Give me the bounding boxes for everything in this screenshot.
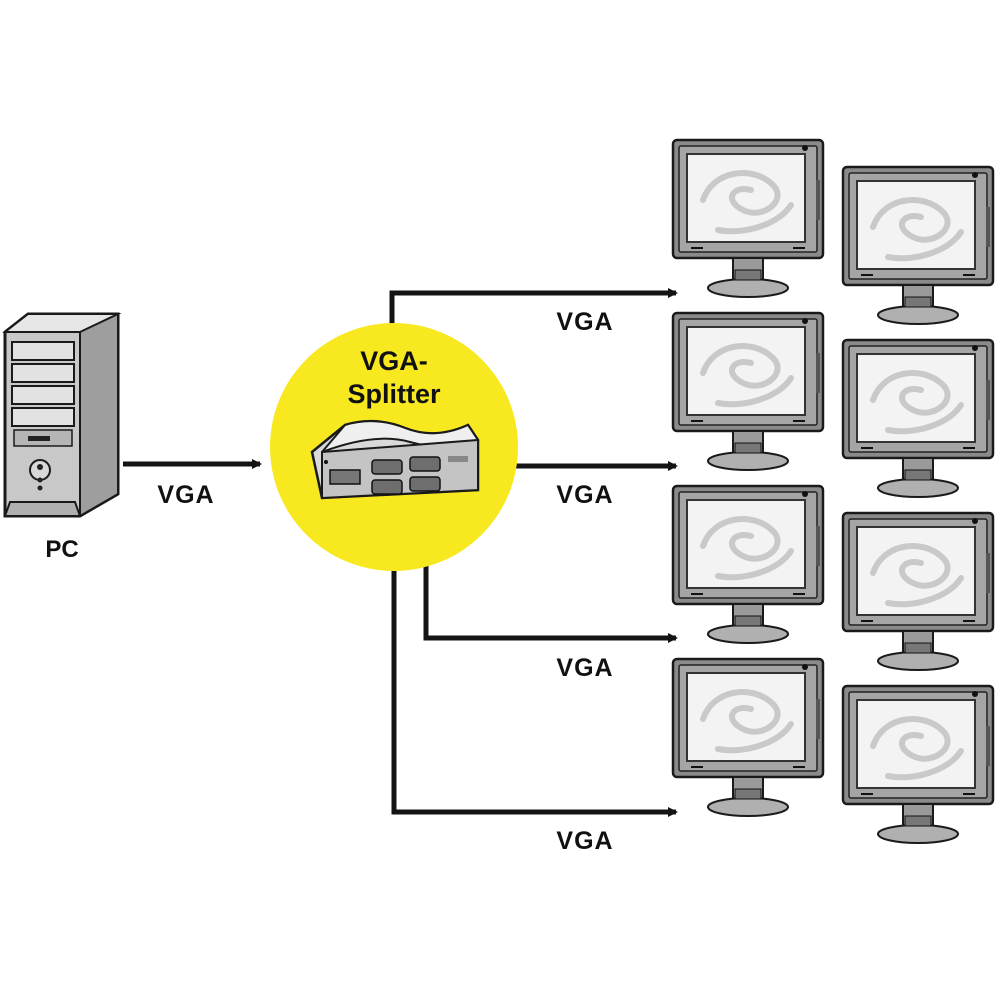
- monitor-icon: [673, 659, 823, 816]
- input-vga-label: VGA: [157, 481, 214, 509]
- monitor-icon: [673, 313, 823, 470]
- output-vga-label-2: VGA: [556, 481, 613, 509]
- vga-splitter-box-icon: [310, 419, 480, 500]
- output-vga-label-1: VGA: [556, 308, 613, 336]
- monitor-icon: [673, 486, 823, 643]
- monitor-icon: [843, 686, 993, 843]
- monitor-icon: [843, 167, 993, 324]
- output-vga-label-3: VGA: [556, 654, 613, 682]
- monitor-icon: [673, 140, 823, 297]
- pc-tower-icon: [2, 312, 122, 518]
- output-vga-label-4: VGA: [556, 827, 613, 855]
- output-wire-1: [389, 288, 678, 330]
- pc-label: PC: [45, 536, 78, 563]
- splitter-label-line1: VGA-: [360, 346, 428, 376]
- monitor-icon: [843, 513, 993, 670]
- output-wire-4: [391, 560, 678, 817]
- output-wire-3: [423, 560, 678, 643]
- splitter-label-line2: Splitter: [347, 379, 441, 409]
- monitor-icon: [843, 340, 993, 497]
